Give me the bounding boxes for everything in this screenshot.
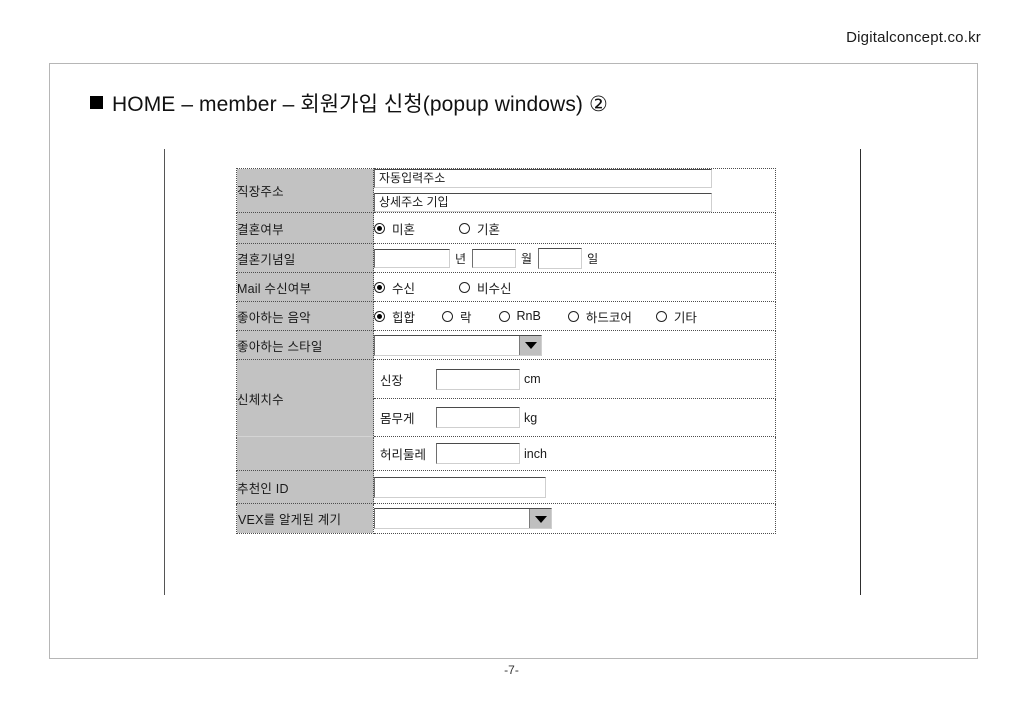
row-value-marital-status: 미혼 기혼 [373, 212, 776, 244]
table-row: 결혼여부 미혼 기혼 [236, 212, 776, 244]
row-label-mail-subscription: Mail 수신여부 [236, 272, 374, 302]
table-row: 결혼기념일 년 월 일 [236, 243, 776, 273]
page-number: -7- [504, 663, 519, 677]
radio-icon[interactable] [498, 310, 510, 322]
height-unit: cm [524, 372, 541, 386]
table-row: 추천인 ID [236, 470, 776, 504]
table-row: Mail 수신여부 수신 비수신 [236, 272, 776, 302]
measurement-label-height: 신장 [380, 373, 404, 388]
radio-icon-selected[interactable] [374, 281, 385, 293]
work-address-detail-input[interactable]: 상세주소 기입 [374, 193, 712, 212]
radio-label: 수신 [392, 281, 416, 296]
radio-label: 힙합 [392, 310, 416, 325]
chevron-down-icon[interactable] [529, 509, 551, 528]
weight-unit: kg [524, 410, 538, 425]
radio-label: 비수신 [477, 281, 512, 296]
table-row: VEX를 알게된 계기 [236, 503, 776, 534]
row-label-marital-status: 결혼여부 [236, 212, 374, 244]
anniversary-year-input[interactable] [374, 248, 450, 268]
site-url-watermark: Digitalconcept.co.kr [846, 29, 981, 46]
height-input[interactable] [436, 368, 520, 390]
table-row: 몸무게 kg [237, 398, 776, 437]
radio-label: 락 [460, 310, 472, 325]
work-address-auto-input[interactable]: 자동입력주소 [374, 169, 712, 188]
row-value-favorite-style [373, 330, 776, 360]
waist-unit: inch [524, 446, 547, 461]
table-row: 직장주소 자동입력주소 상세주소 기입 [236, 168, 776, 213]
radio-icon[interactable] [567, 310, 579, 322]
row-label-favorite-music: 좋아하는 음악 [236, 301, 374, 331]
radio-option-subscribe[interactable]: 수신 [374, 278, 415, 297]
radio-option-hiphop[interactable]: 힙합 [374, 307, 415, 326]
radio-option-single[interactable]: 미혼 [374, 219, 415, 238]
radio-label: 기타 [673, 310, 697, 325]
radio-label: 기혼 [477, 222, 501, 237]
anniversary-day-input[interactable] [538, 247, 583, 269]
radio-icon[interactable] [459, 222, 471, 234]
page-title: HOME – member – 회원가입 신청(popup windows) ② [90, 88, 608, 118]
row-label-body-measurements: 신체치수 [236, 359, 374, 437]
measurement-label-weight: 몸무게 [380, 412, 415, 426]
radio-option-other[interactable]: 기타 [655, 307, 697, 326]
referrer-id-input[interactable] [374, 476, 546, 498]
row-value-favorite-music: 힙합 락 RnB 하드코어 [373, 301, 776, 331]
radio-option-rock[interactable]: 락 [442, 307, 472, 326]
radio-option-hardcore[interactable]: 하드코어 [567, 307, 632, 326]
signup-form-table: 직장주소 자동입력주소 상세주소 기입 결혼여부 미혼 기혼 [236, 168, 776, 534]
how-found-vex-dropdown[interactable] [374, 508, 552, 529]
table-row: 허리둘레 inch [236, 436, 776, 471]
row-label-how-found-vex: VEX를 알게된 계기 [236, 503, 374, 534]
mail-subscription-radio-group: 수신 비수신 [374, 278, 775, 297]
radio-label: RnB [516, 309, 541, 323]
anniversary-month-unit: 월 [521, 251, 533, 266]
favorite-music-radio-group: 힙합 락 RnB 하드코어 [374, 307, 775, 326]
row-value-referrer-id [373, 470, 776, 504]
table-row: 신체치수 신장 cm [236, 359, 776, 437]
row-label-referrer-id: 추천인 ID [236, 470, 374, 504]
filled-square-bullet-icon [90, 96, 103, 109]
table-row: 좋아하는 음악 힙합 락 RnB [236, 301, 776, 331]
content-divider-right [860, 149, 861, 595]
radio-label: 미혼 [392, 222, 416, 237]
marital-status-radio-group: 미혼 기혼 [374, 219, 775, 238]
radio-icon[interactable] [655, 310, 667, 322]
radio-option-unsubscribe[interactable]: 비수신 [459, 278, 512, 297]
row-label-work-address: 직장주소 [236, 168, 374, 213]
radio-icon[interactable] [442, 310, 454, 322]
row-value-height: 신장 cm [373, 359, 776, 399]
anniversary-month-input[interactable] [472, 248, 517, 268]
row-value-mail-subscription: 수신 비수신 [373, 272, 776, 302]
radio-option-rnb[interactable]: RnB [498, 309, 541, 323]
radio-icon[interactable] [459, 281, 471, 293]
row-label-anniversary: 결혼기념일 [236, 243, 374, 273]
radio-option-married[interactable]: 기혼 [459, 219, 500, 238]
radio-icon-selected[interactable] [374, 222, 385, 234]
measurement-line-weight: 몸무게 kg [374, 407, 775, 428]
measurement-line-height: 신장 cm [374, 368, 775, 390]
row-value-how-found-vex [373, 503, 776, 534]
row-value-weight: 몸무게 kg [373, 398, 776, 437]
waist-input[interactable] [436, 443, 520, 464]
favorite-style-dropdown[interactable] [374, 334, 542, 356]
content-divider-left [164, 149, 165, 595]
radio-label: 하드코어 [585, 310, 632, 325]
radio-icon-selected[interactable] [374, 310, 385, 322]
measurement-line-waist: 허리둘레 inch [374, 443, 775, 464]
chevron-down-icon[interactable] [519, 335, 541, 355]
anniversary-day-unit: 일 [587, 251, 599, 266]
row-value-work-address: 자동입력주소 상세주소 기입 [373, 168, 776, 213]
page-title-text: HOME – member – 회원가입 신청(popup windows) ② [112, 93, 608, 116]
table-row: 좋아하는 스타일 [236, 330, 776, 360]
row-value-waist: 허리둘레 inch [373, 436, 776, 471]
anniversary-year-unit: 년 [455, 251, 467, 266]
row-label-body-measurements-continued [236, 436, 374, 471]
row-label-favorite-style: 좋아하는 스타일 [236, 330, 374, 360]
weight-input[interactable] [436, 407, 520, 428]
measurement-label-waist: 허리둘레 [380, 448, 427, 462]
